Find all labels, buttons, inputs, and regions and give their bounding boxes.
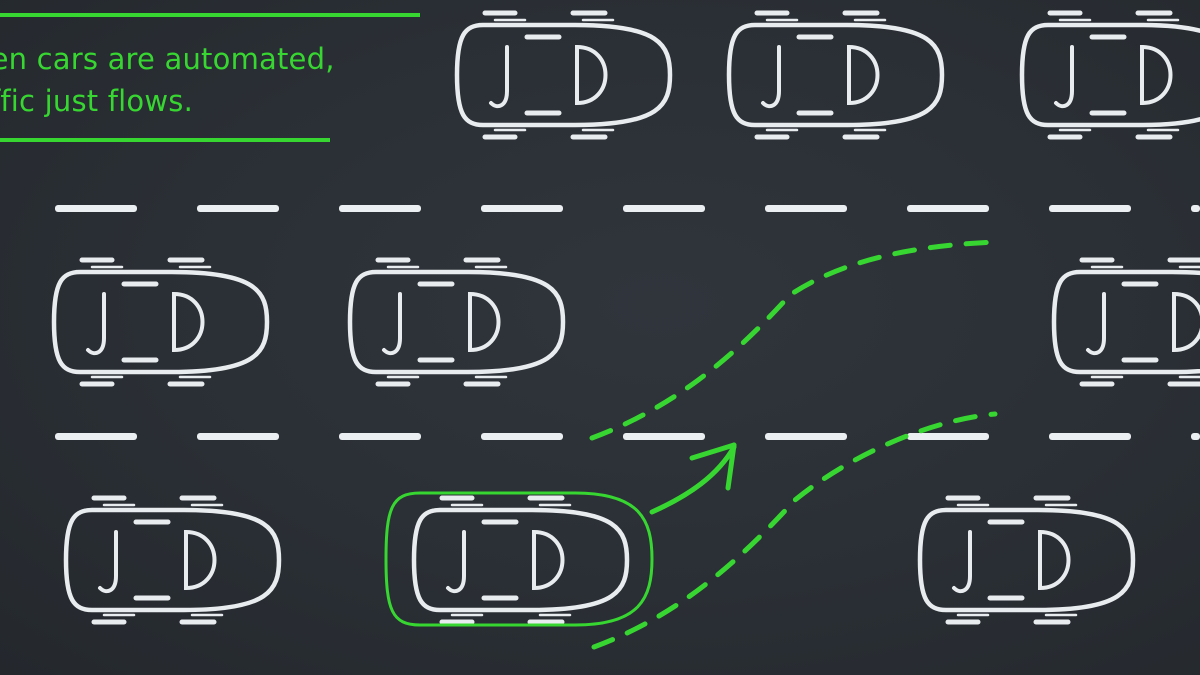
trajectory-lower	[591, 411, 998, 650]
lane-dash	[55, 433, 137, 440]
lane-dash	[55, 205, 137, 212]
car-icon	[1054, 260, 1200, 384]
lane-dash	[1191, 433, 1200, 440]
car-icon	[350, 260, 563, 384]
lane-dash	[765, 433, 847, 440]
caption-line-1: hen cars are automated,	[0, 42, 335, 76]
highlight-ring	[384, 491, 654, 627]
car-icon	[729, 13, 942, 137]
lane-dash	[339, 433, 421, 440]
lane-dash	[907, 205, 989, 212]
car-icon	[1022, 13, 1200, 137]
trajectory-upper	[589, 239, 998, 441]
lane-dash	[1049, 433, 1131, 440]
lane-dash	[1049, 205, 1131, 212]
caption: hen cars are automated, affic just flows…	[0, 38, 335, 122]
car-icon	[66, 498, 279, 622]
lane-dash	[1191, 205, 1200, 212]
lane-dash	[623, 205, 705, 212]
arrow-up-right-icon	[649, 442, 737, 515]
lane-dash	[197, 205, 279, 212]
car-icon	[54, 260, 267, 384]
lane-dash	[197, 433, 279, 440]
caption-line-2: affic just flows.	[0, 84, 193, 118]
lane-dash	[339, 205, 421, 212]
lane-divider-bottom	[55, 433, 1200, 440]
lane-dash	[623, 433, 705, 440]
lane-dash	[481, 433, 563, 440]
lane-dash	[765, 205, 847, 212]
highlighted-car-icon	[414, 498, 627, 622]
car-icon	[920, 498, 1133, 622]
lane-divider-top	[55, 205, 1200, 212]
lane-dash	[907, 433, 989, 440]
lane-dash	[481, 205, 563, 212]
car-icon	[457, 13, 670, 137]
